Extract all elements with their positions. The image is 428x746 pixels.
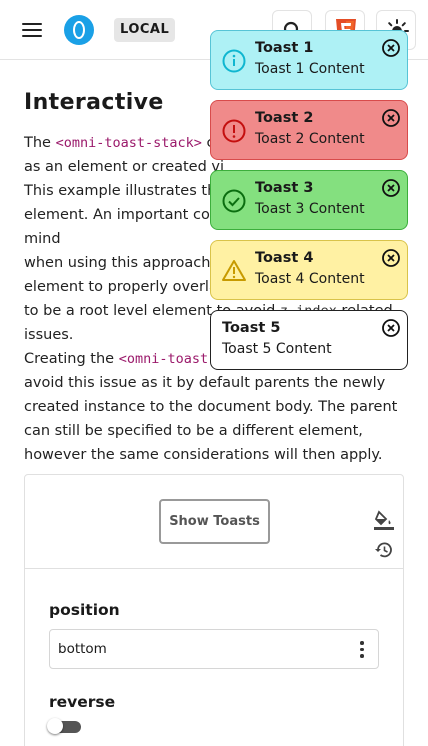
text-fragment: can still be specified to be a different…: [24, 423, 363, 439]
toast-title: Toast 2: [255, 110, 314, 126]
warning-icon: [222, 260, 246, 281]
position-value: bottom: [58, 641, 107, 657]
reset-history-icon[interactable]: [373, 539, 395, 561]
toast-title: Toast 5: [222, 320, 281, 336]
toast-error[interactable]: Toast 2 Toast 2 Content: [210, 100, 408, 160]
toast-title: Toast 3: [255, 180, 314, 196]
toast-title: Toast 1: [255, 40, 314, 56]
toast-warning[interactable]: Toast 4 Toast 4 Content: [210, 240, 408, 300]
toast-content: Toast 5 Content: [222, 341, 332, 357]
environment-badge: LOCAL: [114, 18, 176, 42]
toast-info[interactable]: Toast 1 Toast 1 Content: [210, 30, 408, 90]
text-fragment: avoid this issue as it by default parent…: [24, 375, 386, 391]
text-fragment: This example illustrates the: [24, 183, 226, 199]
position-label: position: [49, 601, 120, 619]
error-icon: [222, 119, 246, 143]
close-icon[interactable]: [381, 108, 401, 128]
toast-plain[interactable]: Toast 5 Toast 5 Content: [210, 310, 408, 370]
info-icon: [222, 49, 246, 73]
text-fragment: however the same considerations will the…: [24, 447, 383, 463]
reverse-label: reverse: [49, 693, 116, 711]
toast-content: Toast 1 Content: [255, 61, 365, 77]
paint-bucket-icon[interactable]: [373, 509, 395, 531]
toast-content: Toast 2 Content: [255, 131, 365, 147]
interactive-demo-panel: Show Toasts position bottom reverse: [24, 474, 404, 746]
close-icon[interactable]: [381, 318, 401, 338]
text-fragment: created instance to the document body. T…: [24, 399, 398, 415]
close-icon[interactable]: [381, 248, 401, 268]
code-omni-toast-stack: <omni-toast-stack>: [55, 135, 202, 151]
toast-content: Toast 4 Content: [255, 271, 365, 287]
text-fragment: The: [24, 135, 56, 151]
page-title: Interactive: [24, 90, 164, 115]
text-fragment: issues.: [24, 327, 74, 343]
text-fragment: element to properly overlay: [24, 279, 227, 295]
success-icon: [222, 189, 246, 213]
reverse-switch[interactable]: [47, 718, 81, 734]
menu-icon[interactable]: [22, 20, 42, 40]
toast-success[interactable]: Toast 3 Toast 3 Content: [210, 170, 408, 230]
more-vertical-icon[interactable]: [360, 641, 364, 661]
logo-icon[interactable]: [64, 15, 94, 45]
text-fragment: Creating the: [24, 351, 119, 367]
toast-content: Toast 3 Content: [255, 201, 365, 217]
close-icon[interactable]: [381, 178, 401, 198]
creating-paragraph: Creating the <omni-toast- avoid this iss…: [24, 347, 404, 467]
code-omni-toast: <omni-toast-: [118, 351, 217, 367]
text-fragment: when using this approach is: [24, 255, 227, 271]
position-select[interactable]: bottom: [49, 629, 379, 669]
demo-preview: Show Toasts: [25, 475, 403, 569]
text-fragment: as an element or created vi: [24, 159, 225, 175]
toast-title: Toast 4: [255, 250, 314, 266]
show-toasts-button[interactable]: Show Toasts: [159, 499, 270, 544]
close-icon[interactable]: [381, 38, 401, 58]
